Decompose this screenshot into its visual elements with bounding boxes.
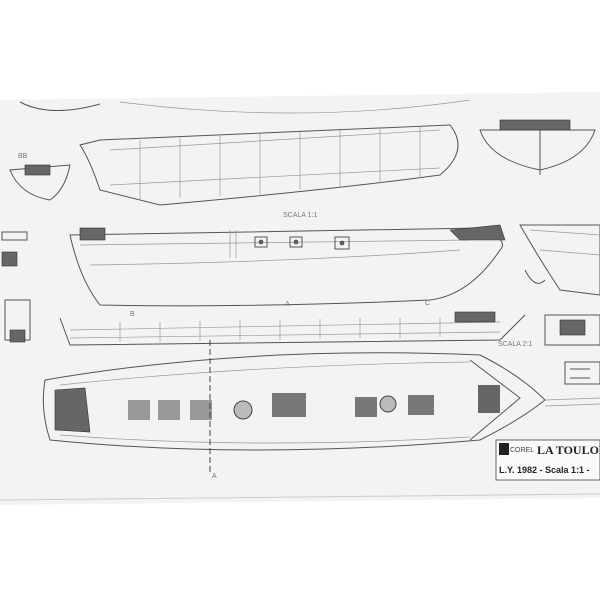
deck-plan: SCALA 2:1 A [42,340,600,480]
capstan-2 [379,395,397,413]
grating-2 [355,397,377,417]
scale-label-1: SCALA 1:1 [283,212,317,219]
grating-3 [408,395,434,415]
ship-name: LA TOULONN [537,443,600,457]
section-c-label: C [425,300,430,307]
section-a-label: A [285,301,290,308]
deck-section: A B C [59,300,526,346]
stern-section-right [519,224,600,346]
legend-box [564,361,600,385]
grating-1 [272,393,306,417]
brand-name: COREL [510,447,534,454]
bow-view-top-right [479,119,596,175]
title-block: COREL LA TOULONN L.Y. 1982 - Scala 1:1 - [495,439,600,481]
corel-logo-icon [499,443,509,455]
grating-bow [478,385,500,413]
hull-side-profile: SCALA 1:1 [69,212,506,307]
section-a-bottom-label: A [212,473,217,480]
hull-plan-top [79,99,471,206]
capstan-1 [233,400,253,420]
stern-view-top-left: BB [9,101,101,201]
detail-left [1,231,31,343]
title-subtitle: L.Y. 1982 - Scala 1:1 - [499,465,590,475]
scale-label-2: SCALA 2:1 [498,341,532,348]
section-b-label: B [130,311,135,318]
svg-text:BB: BB [18,153,28,160]
sheet-edge [0,493,600,501]
